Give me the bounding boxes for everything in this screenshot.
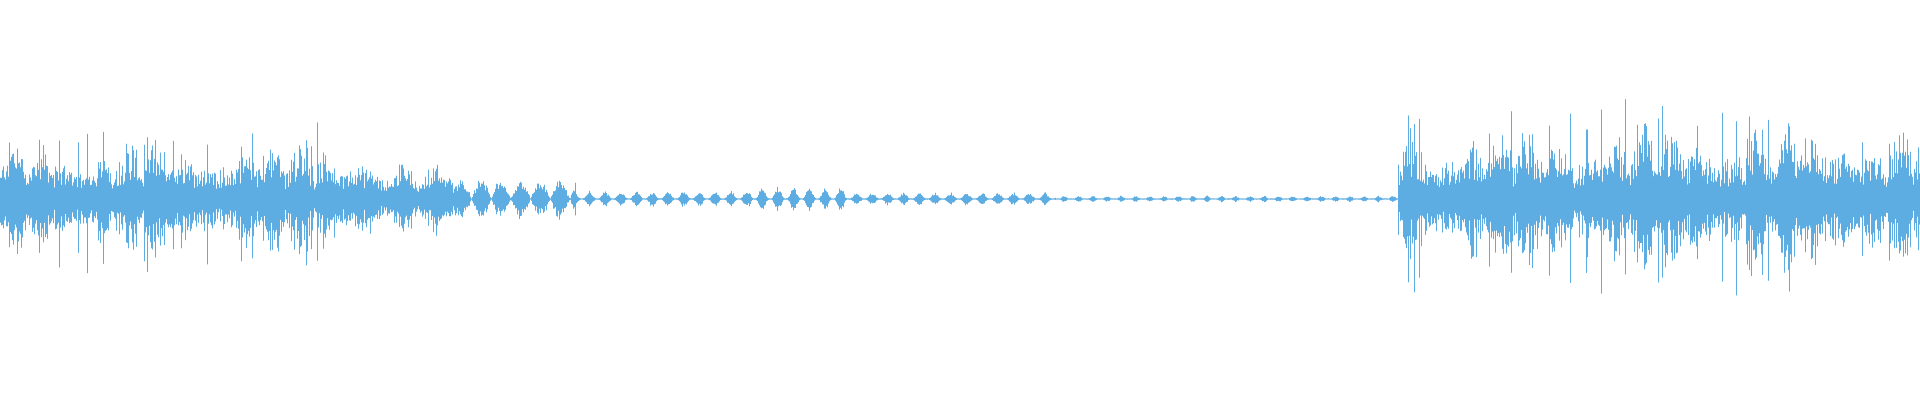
waveform-bars [0, 99, 1920, 296]
waveform-path [0, 99, 1920, 296]
